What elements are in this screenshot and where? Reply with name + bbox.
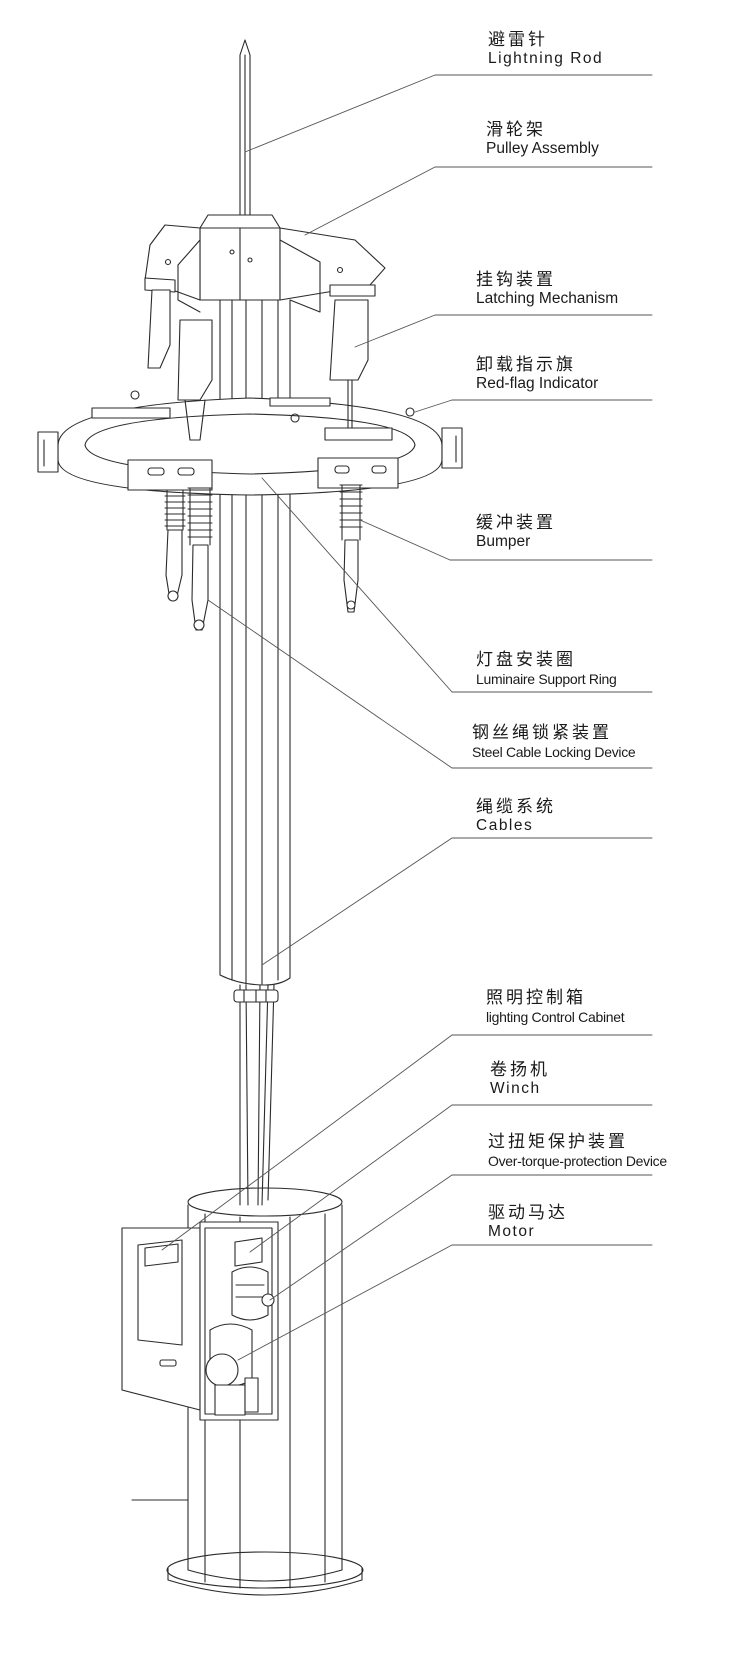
callout-lighting-control-cabinet-en: lighting Control Cabinet: [486, 1009, 625, 1025]
callout-latching-mechanism-en: Latching Mechanism: [476, 290, 619, 307]
callout-motor: 驱动马达 Motor: [488, 1203, 568, 1241]
cable-locking-devices: [165, 529, 359, 631]
callout-luminaire-support-ring: 灯盘安装圈 Luminaire Support Ring: [476, 650, 617, 688]
callout-cables-zh: 绳缆系统: [476, 797, 556, 817]
callout-bumper-en: Bumper: [476, 533, 531, 550]
callout-winch-en: Winch: [490, 1080, 541, 1097]
callout-over-torque-protection-device-en: Over-torque-protection Device: [488, 1153, 667, 1169]
callout-winch-zh: 卷扬机: [490, 1060, 550, 1080]
callout-lighting-control-cabinet: 照明控制箱 lighting Control Cabinet: [486, 988, 625, 1026]
callout-bumper-zh: 缓冲装置: [476, 513, 556, 533]
bumper-springs: [164, 484, 363, 546]
callout-winch: 卷扬机 Winch: [490, 1060, 550, 1098]
cable-bundle: [233, 984, 279, 1206]
pulley-assembly-shape: [144, 214, 386, 313]
callout-steel-cable-locking-device-zh: 钢丝绳锁紧装置: [472, 723, 612, 743]
callout-red-flag-indicator: 卸载指示旗 Red-flag Indicator: [476, 355, 598, 393]
callout-red-flag-indicator-en: Red-flag Indicator: [476, 375, 599, 392]
luminaire-ring: [37, 390, 463, 496]
callout-pulley-assembly-zh: 滑轮架: [486, 120, 546, 140]
callout-pulley-assembly-en: Pulley Assembly: [486, 140, 599, 157]
callout-over-torque-protection-device: 过扭矩保护装置 Over-torque-protection Device: [488, 1132, 667, 1170]
callout-motor-zh: 驱动马达: [488, 1203, 568, 1223]
callout-lightning-rod-en: Lightning Rod: [488, 50, 604, 67]
callout-pulley-assembly: 滑轮架 Pulley Assembly: [486, 120, 599, 158]
leader-lines: [161, 74, 653, 1361]
callout-cables: 绳缆系统 Cables: [476, 797, 556, 835]
lighting-control-cabinet-shape: [121, 1227, 201, 1411]
callout-steel-cable-locking-device-en: Steel Cable Locking Device: [472, 744, 636, 760]
winch-motor-compartment: [199, 1221, 279, 1421]
callout-cables-en: Cables: [476, 817, 534, 834]
callout-latching-mechanism: 挂钩装置 Latching Mechanism: [476, 270, 618, 308]
callout-motor-en: Motor: [488, 1223, 536, 1240]
lightning-rod: [239, 39, 251, 226]
latching-mechanism-shape: [147, 289, 369, 441]
callout-luminaire-support-ring-en: Luminaire Support Ring: [476, 671, 617, 687]
callout-steel-cable-locking-device: 钢丝绳锁紧装置 Steel Cable Locking Device: [472, 723, 636, 761]
callout-lightning-rod-zh: 避雷针: [488, 30, 548, 50]
callout-lightning-rod: 避雷针 Lightning Rod: [488, 30, 603, 68]
callout-lighting-control-cabinet-zh: 照明控制箱: [486, 988, 586, 1008]
callout-latching-mechanism-zh: 挂钩装置: [476, 270, 556, 290]
callout-red-flag-indicator-zh: 卸载指示旗: [476, 355, 576, 375]
callout-luminaire-support-ring-zh: 灯盘安装圈: [476, 650, 576, 670]
callout-over-torque-protection-device-zh: 过扭矩保护装置: [488, 1132, 628, 1152]
callout-bumper: 缓冲装置 Bumper: [476, 513, 556, 551]
